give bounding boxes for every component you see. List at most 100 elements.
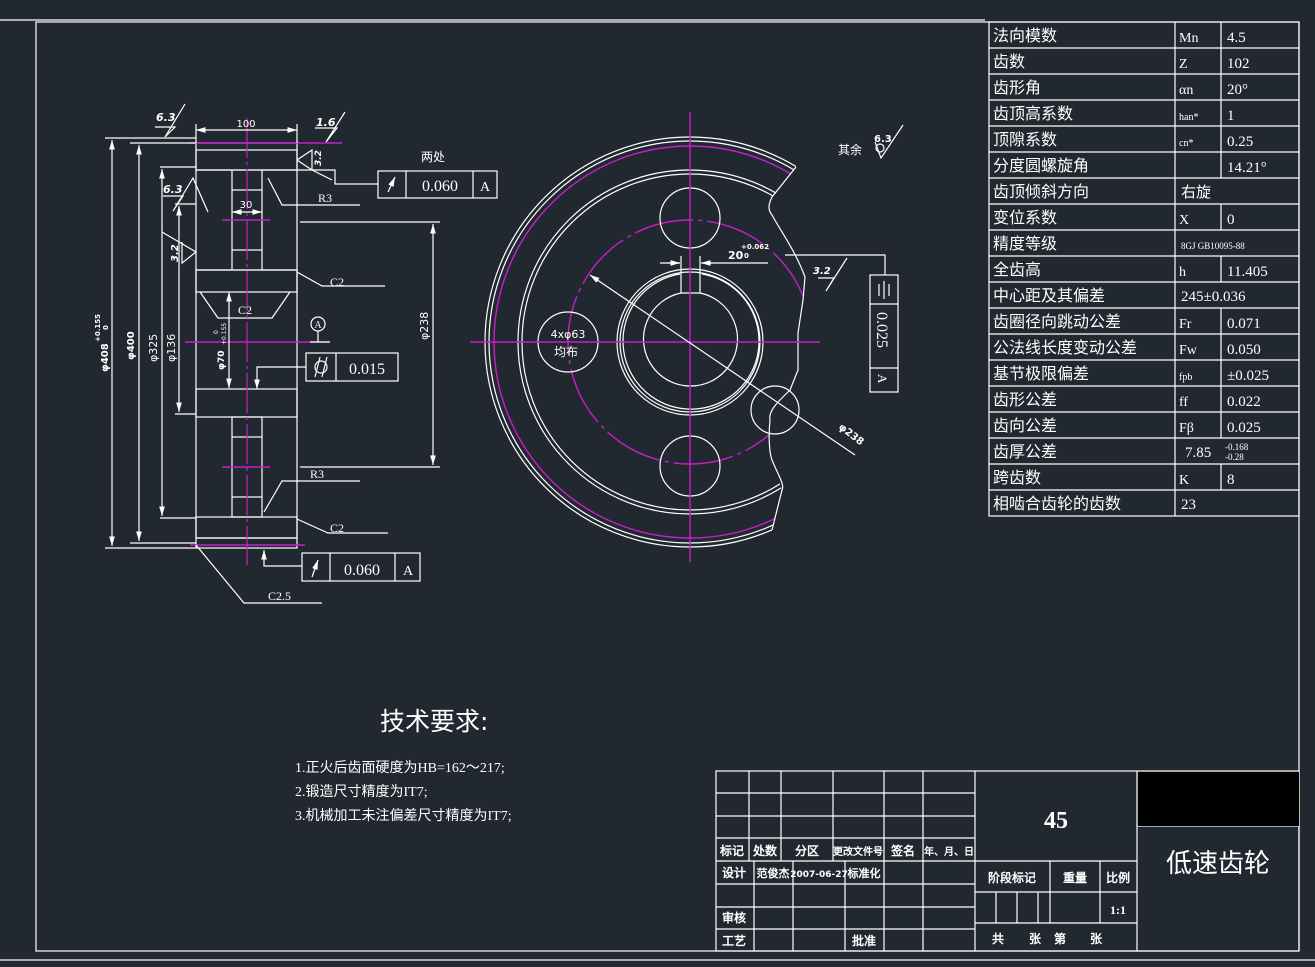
param-symbol: Z xyxy=(1179,57,1188,72)
param-symbol: Mn xyxy=(1179,31,1198,46)
runout-top-value: 0.060 xyxy=(422,178,458,195)
dia-400-label: φ400 xyxy=(126,331,137,360)
r3-bottom-label: R3 xyxy=(310,467,324,481)
part-name: 低速齿轮 xyxy=(1166,849,1270,879)
title-block-header: 签名 xyxy=(890,843,915,858)
bore-chamfer xyxy=(199,291,291,319)
param-label: 精度等级 xyxy=(993,234,1057,253)
title-block-header: 更改文件号 xyxy=(833,845,883,858)
param-label: 齿圈径向跳动公差 xyxy=(993,312,1121,331)
param-value: 0.071 xyxy=(1227,316,1261,332)
designer-name: 范俊杰 xyxy=(757,866,790,880)
process-label: 工艺 xyxy=(722,933,746,948)
c2-bottom-label: C2 xyxy=(330,521,344,535)
param-label: 相啮合齿轮的齿数 xyxy=(993,494,1121,513)
review-label: 审核 xyxy=(722,910,746,925)
param-symbol: Fr xyxy=(1179,317,1192,332)
dia-70-tol-lower: 0 xyxy=(213,330,220,334)
param-value: 8GJ GB10095-88 xyxy=(1181,241,1245,251)
param-value: 11.405 xyxy=(1227,264,1268,280)
param-value: 7.85 xyxy=(1185,445,1211,461)
dia-70-label: φ70 xyxy=(217,350,227,370)
dia-136-label: φ136 xyxy=(165,334,178,362)
svg-text:3.2: 3.2 xyxy=(314,150,324,166)
design-date: 2007-06-27 xyxy=(790,870,848,880)
param-label: 变位系数 xyxy=(993,208,1057,227)
param-value: 0.025 xyxy=(1227,420,1261,436)
web-dim: 30 xyxy=(240,200,253,211)
title-block-header: 分区 xyxy=(795,843,819,858)
roughness-symbol: 6.3 xyxy=(163,176,209,213)
param-tol-lower: -0.28 xyxy=(1225,452,1244,462)
stage-mark-label: 阶段标记 xyxy=(988,870,1036,885)
scale-label: 比例 xyxy=(1106,870,1130,885)
param-row: 全齿高 h 11.405 xyxy=(989,255,1299,282)
param-row: 中心距及其偏差 245±0.036 xyxy=(989,281,1299,308)
param-row: 法向模数 Mn 4.5 xyxy=(993,22,1246,48)
param-symbol: fpb xyxy=(1179,372,1192,383)
cylindricity-frame: 0.015 xyxy=(305,352,399,382)
param-value: 4.5 xyxy=(1227,30,1246,46)
svg-text:3.2: 3.2 xyxy=(170,244,181,262)
param-label: 齿顶高系数 xyxy=(993,104,1073,123)
scale-value: 1:1 xyxy=(1110,903,1126,917)
param-value: 0 xyxy=(1227,212,1235,228)
param-label: 基节极限偏差 xyxy=(993,364,1089,383)
param-symbol: K xyxy=(1179,473,1189,488)
param-symbol: X xyxy=(1179,213,1189,228)
symmetry-icon xyxy=(878,281,890,299)
param-value: 102 xyxy=(1227,56,1250,72)
bore-circle xyxy=(622,273,760,410)
roughness-symbol: 3.2 xyxy=(295,148,333,181)
sheet-no-label: 第 xyxy=(1054,931,1066,946)
param-label: 齿形公差 xyxy=(993,390,1057,409)
c2-top-label: C2 xyxy=(330,275,344,289)
c25-label: C2.5 xyxy=(268,589,291,603)
c2-bore-label: C2 xyxy=(238,303,252,317)
svg-text:6.3: 6.3 xyxy=(163,183,183,196)
runout-bottom-datum: A xyxy=(403,564,414,579)
datum-a-label: A xyxy=(314,320,322,331)
roughness-symbol: 3.2 xyxy=(161,231,198,265)
param-label: 中心距及其偏差 xyxy=(993,286,1105,305)
r3-top-label: R3 xyxy=(318,191,332,205)
dia-238-label: φ238 xyxy=(836,422,865,448)
roughness-symbol: 1.6 xyxy=(315,111,346,143)
param-value: 245±0.036 xyxy=(1181,289,1246,305)
param-label: 全齿高 xyxy=(993,260,1041,279)
runout-icon xyxy=(387,176,396,193)
runout-bottom-value: 0.060 xyxy=(344,562,380,579)
keyway-dim: 20 xyxy=(728,249,744,262)
param-label: 跨齿数 xyxy=(993,468,1041,487)
param-row: 齿顶倾斜方向右旋 xyxy=(989,177,1299,204)
param-label: 齿向公差 xyxy=(993,416,1057,435)
runout-frame-top: 0.060 A xyxy=(377,170,498,199)
roughness-symbol: 6.3 xyxy=(874,124,904,160)
param-label: 法向模数 xyxy=(993,26,1057,45)
keyway-tol-lower: 0 xyxy=(744,252,749,260)
param-symbol: h xyxy=(1179,265,1186,280)
lightening-hole xyxy=(750,385,800,435)
dia-70-tol-upper: +0.155 xyxy=(221,323,228,345)
param-label: 公法线长度变动公差 xyxy=(993,338,1137,357)
rest-roughness-label: 其余 xyxy=(838,142,862,157)
title-block-header: 年、月、日 xyxy=(924,845,974,858)
svg-text:3.2: 3.2 xyxy=(813,266,831,277)
svg-text:6.3: 6.3 xyxy=(874,134,892,145)
approve-label: 批准 xyxy=(852,933,876,948)
break-line xyxy=(768,166,806,531)
width-dim: 100 xyxy=(236,119,255,130)
tech-item: 2.锻造尺寸精度为IT7; xyxy=(295,784,428,800)
weight-label: 重量 xyxy=(1063,870,1087,885)
cylindricity-icon xyxy=(314,360,328,374)
